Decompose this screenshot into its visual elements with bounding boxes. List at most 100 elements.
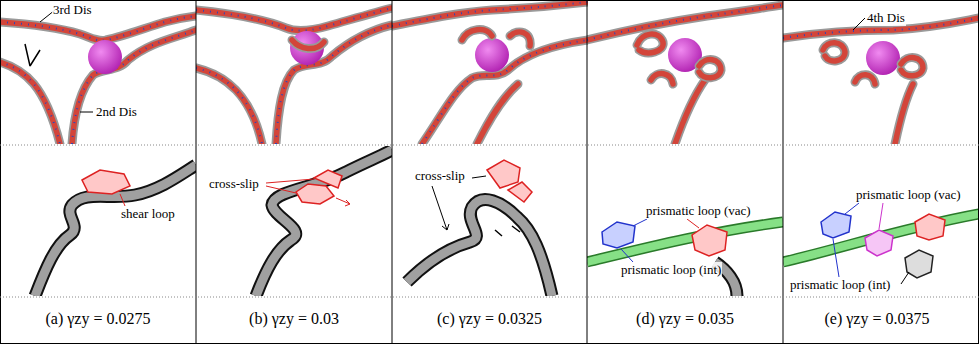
illustration-part bbox=[292, 40, 324, 49]
illustration-part bbox=[0, 62, 60, 144]
illustration-part bbox=[392, 2, 588, 26]
illustration-part bbox=[276, 25, 392, 144]
annotation-label: prismatic loop (vac) bbox=[855, 187, 962, 203]
annotation-label: 3rd Dis bbox=[52, 2, 93, 18]
illustration-part bbox=[699, 60, 721, 78]
panel-caption: (a) γzy = 0.0275 bbox=[0, 309, 196, 329]
illustration-part bbox=[901, 58, 923, 76]
illustration-part bbox=[692, 225, 727, 256]
illustration-part bbox=[256, 150, 392, 296]
illustration-part bbox=[895, 84, 913, 144]
illustration-part bbox=[845, 203, 859, 214]
annotation-label: shear loop bbox=[120, 206, 176, 222]
illustration-part bbox=[687, 219, 699, 228]
illustration-part bbox=[587, 222, 783, 262]
annotation-label: prismatic loop (int) bbox=[620, 262, 722, 278]
illustration-part bbox=[587, 5, 783, 40]
illustration-part bbox=[0, 62, 60, 144]
panel-b bbox=[196, 8, 392, 296]
illustration-part bbox=[865, 230, 893, 256]
illustration-part bbox=[392, 2, 588, 144]
illustration-part bbox=[72, 30, 196, 144]
illustration-part bbox=[821, 212, 851, 238]
illustration-part bbox=[407, 200, 552, 296]
illustration-part bbox=[0, 145, 979, 297]
illustration-part bbox=[432, 186, 449, 230]
illustration-part bbox=[25, 44, 40, 66]
panel-d bbox=[587, 5, 783, 296]
illustration-part bbox=[336, 198, 350, 206]
illustration-part bbox=[462, 30, 492, 40]
illustration-part bbox=[855, 75, 875, 84]
illustration-part bbox=[472, 176, 486, 178]
illustration-part bbox=[196, 68, 262, 144]
illustration-part bbox=[35, 165, 196, 296]
illustration-part bbox=[196, 8, 392, 31]
illustration-part bbox=[495, 226, 520, 236]
illustration-part bbox=[35, 165, 196, 296]
illustration-part bbox=[637, 34, 663, 53]
illustration-part bbox=[783, 214, 979, 262]
illustration-part bbox=[196, 8, 392, 144]
illustration-part bbox=[266, 179, 314, 193]
illustration-part bbox=[823, 43, 845, 61]
illustration-part bbox=[901, 272, 909, 284]
illustration-part bbox=[256, 150, 392, 296]
illustration-part bbox=[587, 219, 783, 296]
illustration-part bbox=[72, 30, 196, 144]
illustration-part bbox=[276, 25, 392, 144]
illustration-part bbox=[587, 5, 783, 40]
annotation-label: cross-slip bbox=[208, 176, 260, 192]
illustration-part bbox=[823, 43, 845, 61]
illustration-part bbox=[633, 219, 647, 226]
illustration-part bbox=[120, 194, 125, 206]
illustration-part bbox=[407, 160, 552, 296]
illustration-part bbox=[783, 214, 979, 262]
panel-caption: (e) γzy = 0.0375 bbox=[779, 309, 975, 329]
illustration-part bbox=[392, 2, 588, 26]
annotation-label: 4th Dis bbox=[866, 10, 906, 26]
illustration-part bbox=[675, 80, 705, 144]
illustration-part bbox=[855, 75, 875, 84]
illustration-part bbox=[292, 40, 324, 49]
illustration-part bbox=[314, 170, 342, 188]
illustration-part bbox=[895, 84, 913, 144]
illustration-part bbox=[0, 62, 60, 144]
illustration-part bbox=[80, 112, 93, 113]
illustration-part bbox=[651, 74, 673, 84]
panel-caption: (d) γzy = 0.035 bbox=[587, 309, 783, 329]
panel-caption: (b) γzy = 0.03 bbox=[196, 309, 392, 329]
illustration-part bbox=[475, 38, 509, 72]
illustration-part bbox=[276, 25, 392, 144]
illustration-part bbox=[477, 84, 518, 144]
illustration-part bbox=[487, 160, 520, 188]
illustration-part bbox=[901, 58, 923, 76]
illustration-part bbox=[35, 165, 196, 296]
panel-c bbox=[392, 2, 588, 296]
illustration-part bbox=[196, 68, 262, 144]
illustration-part bbox=[477, 84, 518, 144]
illustration-part bbox=[866, 41, 900, 75]
illustration-part bbox=[196, 0, 783, 344]
illustration-part bbox=[675, 80, 705, 144]
illustration-part bbox=[651, 74, 673, 84]
illustration-part bbox=[0, 10, 196, 144]
illustration-part bbox=[82, 170, 130, 194]
panel-caption: (c) γzy = 0.0325 bbox=[392, 309, 587, 329]
illustration-part bbox=[621, 249, 633, 262]
annotation-label: cross-slip bbox=[414, 168, 466, 184]
illustration-part bbox=[290, 31, 324, 65]
illustration-part bbox=[392, 2, 588, 26]
illustration-part bbox=[587, 222, 783, 262]
illustration-part bbox=[407, 200, 552, 296]
illustration-part bbox=[915, 214, 945, 240]
illustration-part bbox=[72, 30, 196, 144]
annotation-label: prismatic loop (int) bbox=[789, 277, 891, 293]
illustration-part bbox=[587, 5, 783, 144]
illustration-part bbox=[88, 40, 122, 74]
illustration-part bbox=[462, 30, 492, 40]
illustration-part bbox=[879, 203, 883, 229]
illustration-part bbox=[196, 68, 262, 144]
